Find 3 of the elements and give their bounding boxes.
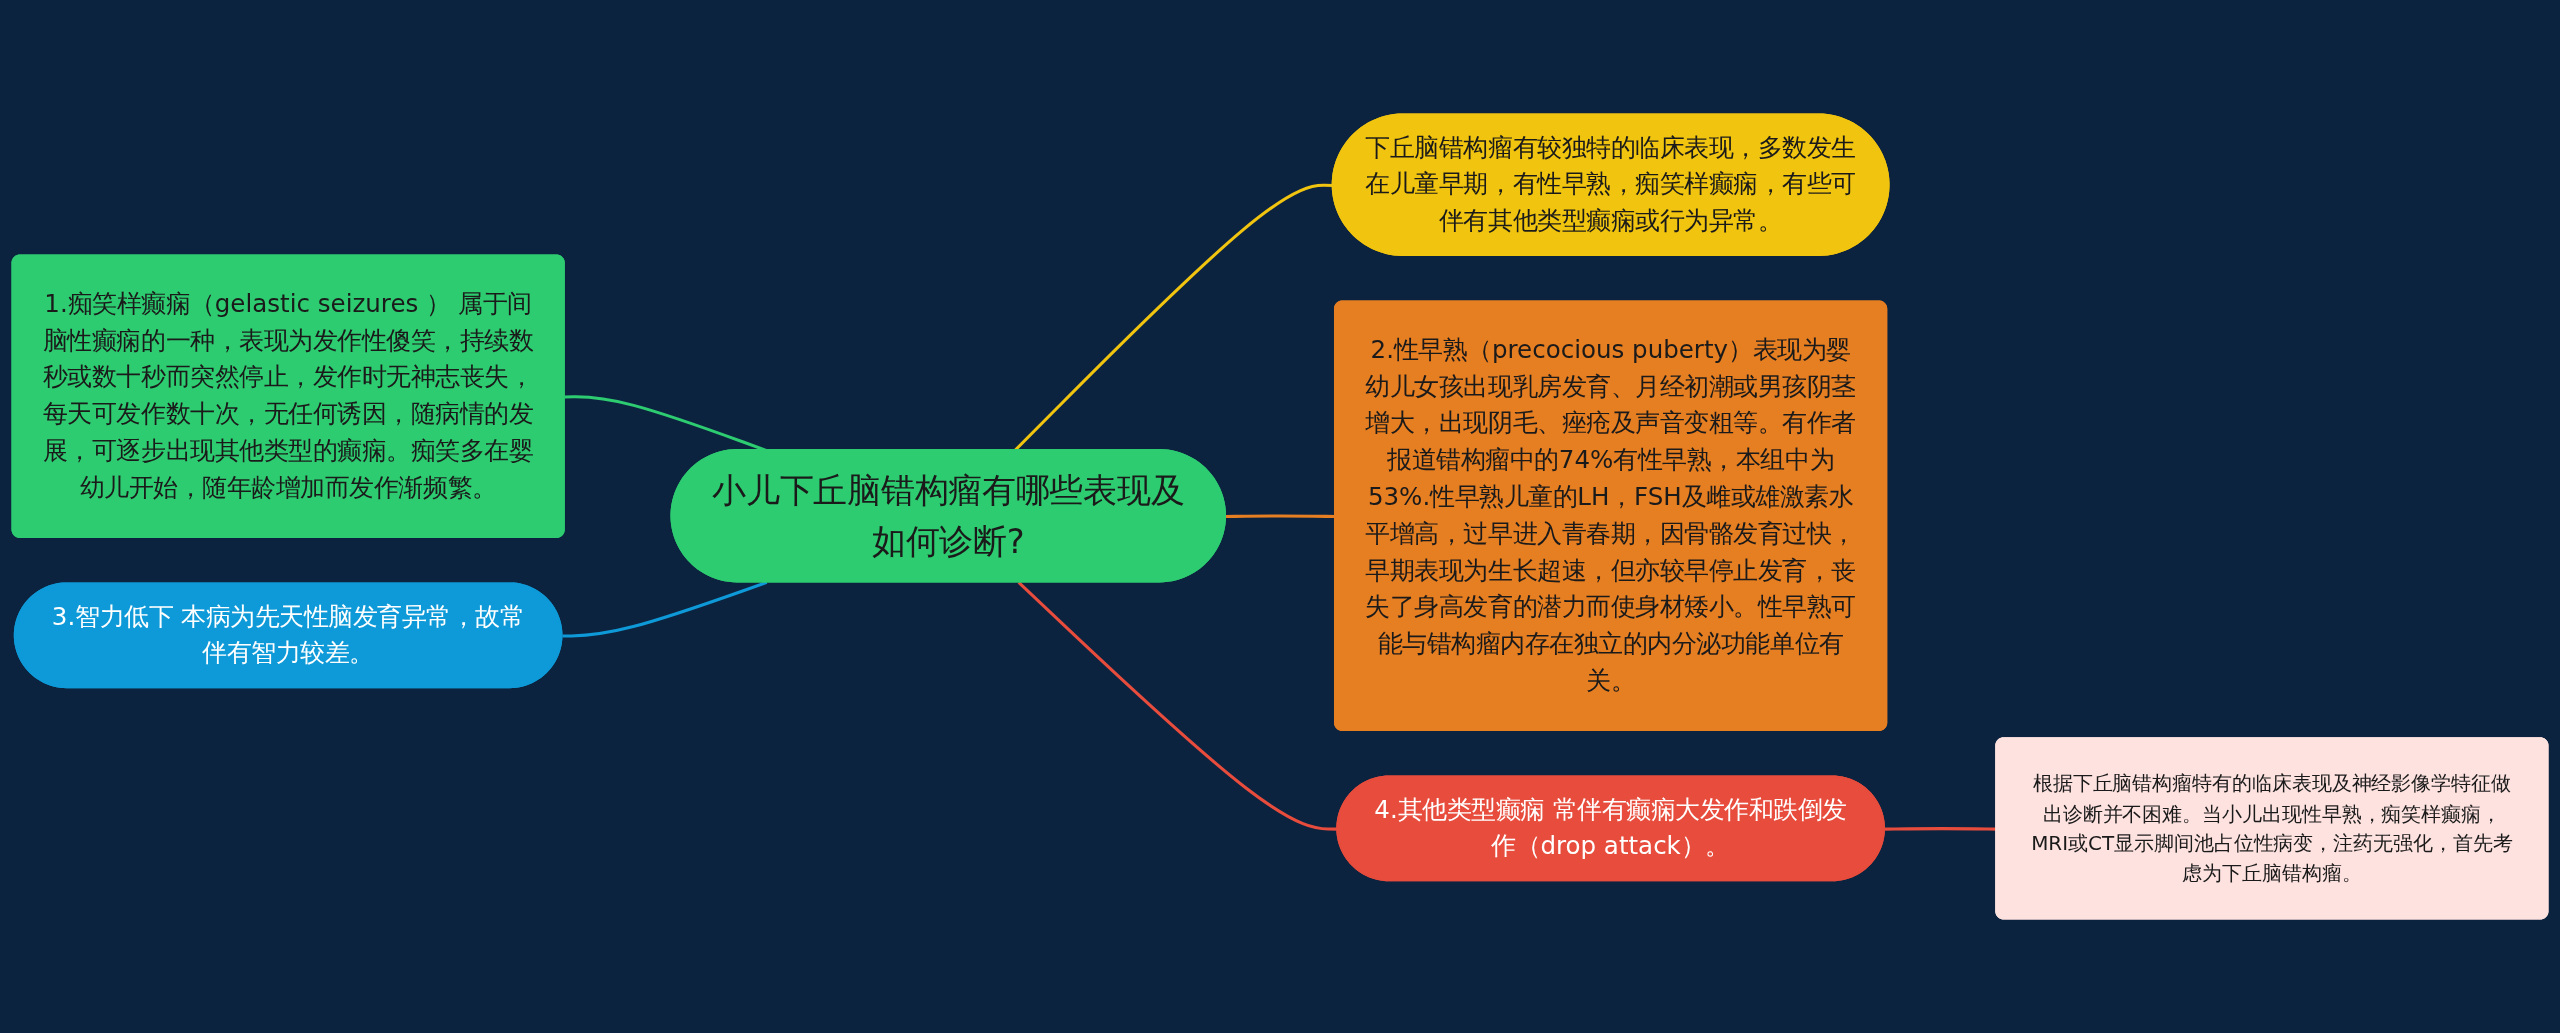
connector: [1017, 581, 1338, 831]
connector: [1884, 827, 1997, 831]
connector: [562, 580, 768, 638]
